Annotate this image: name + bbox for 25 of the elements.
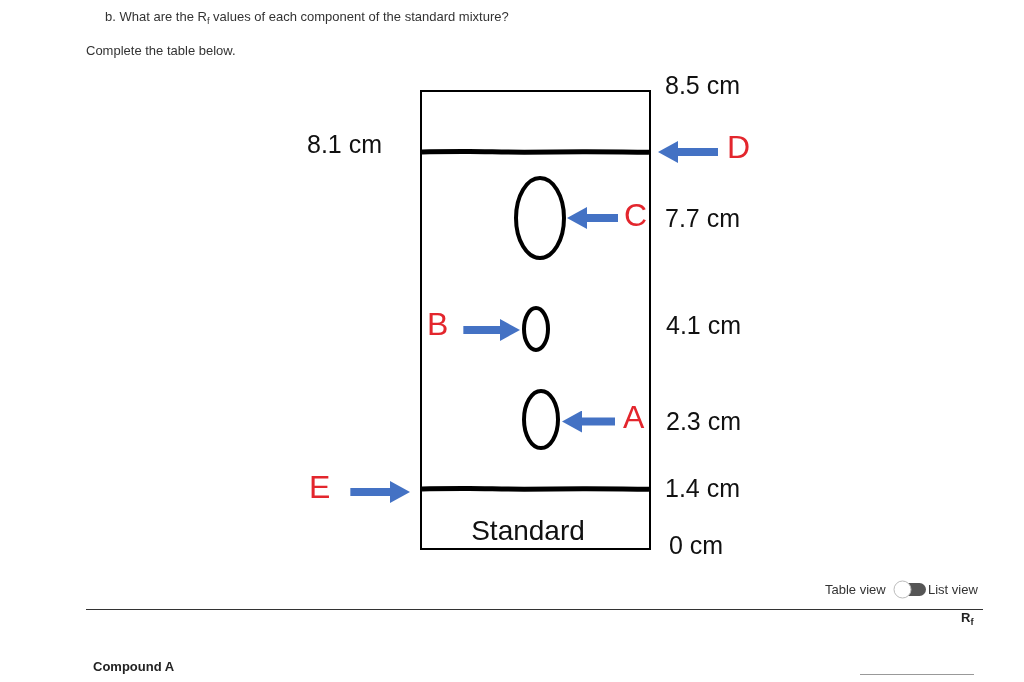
toggle-label: List view (928, 583, 978, 596)
distance-label: 1.4 cm (665, 476, 741, 501)
spot-outline (522, 306, 550, 352)
spot-letter: E (309, 471, 331, 503)
plate-label: Standard (471, 517, 585, 545)
solvent-front-line (422, 147, 649, 157)
spot-letter: C (624, 199, 648, 231)
distance-label: 2.3 cm (666, 409, 742, 434)
tlc-plate (420, 90, 651, 550)
origin-line (422, 484, 649, 494)
distance-label: 8.5 cm (665, 73, 741, 98)
spot-outline (522, 389, 560, 450)
spot-letter: B (427, 308, 449, 340)
row-header: Compound A (93, 660, 175, 673)
instruction-text: Complete the table below. (86, 44, 236, 57)
spot-letter: A (623, 401, 645, 433)
column-header: R$_{f}$ (961, 611, 974, 624)
spot-letter: D (727, 131, 751, 163)
distance-label: 0 cm (669, 533, 724, 558)
distance-label: 8.1 cm (307, 132, 383, 157)
question-text: b. What are the R$_{f}$ values of each component of the standard mixture? (105, 10, 509, 23)
toggle-label: Table view (825, 583, 886, 596)
spot-outline (514, 176, 566, 260)
distance-label: 7.7 cm (665, 206, 741, 231)
distance-label: 4.1 cm (666, 313, 742, 338)
